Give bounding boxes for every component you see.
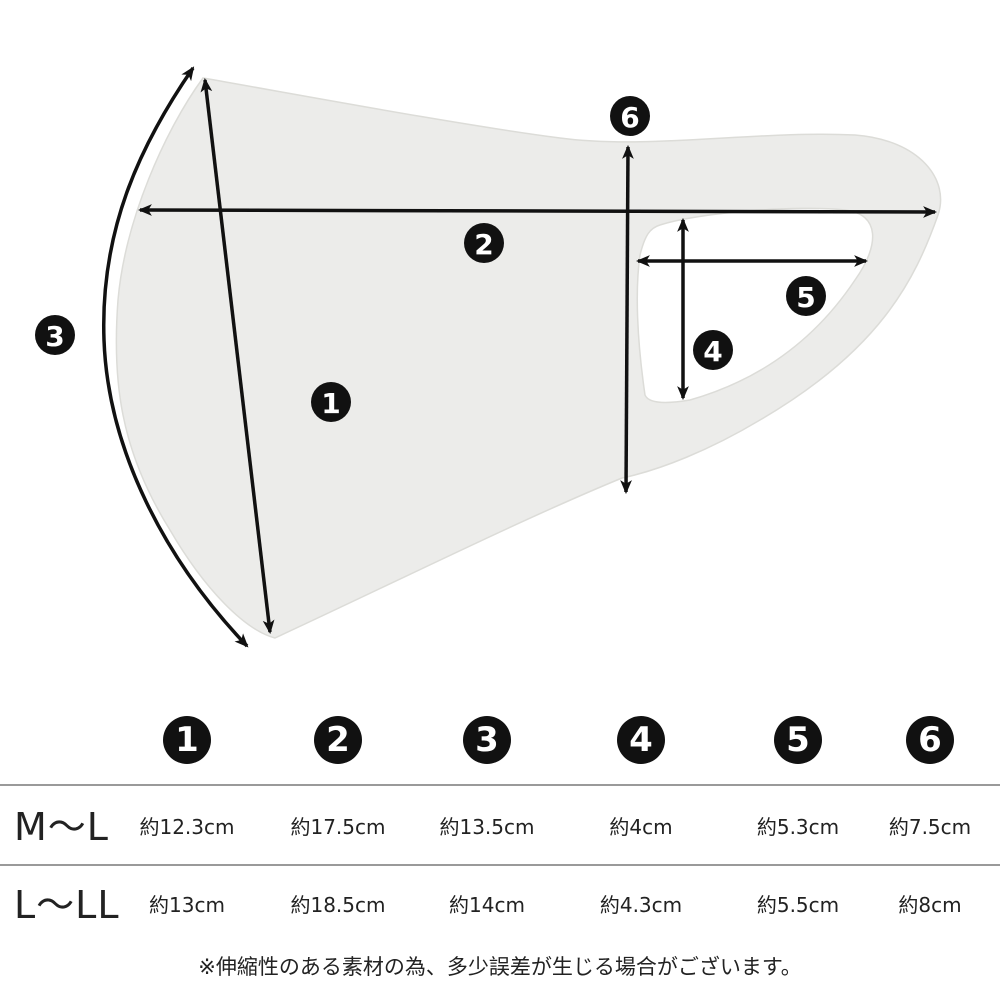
svg-text:6: 6 [620,101,639,134]
marker-4: 4 [693,330,733,370]
size-label-m-l: M～L [14,805,109,849]
table-divider-top [0,784,1000,786]
svg-text:1: 1 [321,387,340,420]
table-cell: 約17.5cm [290,815,386,839]
table-row-l-ll: L～LL 約13cm 約18.5cm 約14cm 約4.3cm 約5.5cm 約… [0,880,1000,930]
column-header-3: 3 [463,716,511,764]
mask-measurement-diagram: 1 2 3 4 5 6 [35,66,942,648]
table-cell: 約4cm [609,815,673,839]
column-header-4: 4 [617,716,665,764]
table-cell: 約13cm [149,893,225,917]
marker-2: 2 [464,223,504,263]
table-cell: 約13.5cm [439,815,535,839]
column-header-6: 6 [906,716,954,764]
size-table: 1 2 3 4 5 6 M～L 約12.3cm 約17.5cm 約13.5cm … [0,700,1000,930]
svg-text:5: 5 [796,281,815,314]
svg-text:4: 4 [703,335,722,368]
marker-1: 1 [311,382,351,422]
marker-3: 3 [35,315,75,355]
table-divider-middle [0,864,1000,866]
dimension-2-arrow [137,204,938,218]
table-row-m-l: M～L 約12.3cm 約17.5cm 約13.5cm 約4cm 約5.3cm … [0,802,1000,852]
table-cell: 約5.3cm [756,815,840,839]
column-header-5: 5 [774,716,822,764]
dimension-6-arrow [620,144,634,495]
table-cell: 約12.3cm [139,815,235,839]
column-header-1: 1 [163,716,211,764]
column-header-2: 2 [314,716,362,764]
marker-5: 5 [786,276,826,316]
svg-text:3: 3 [45,320,64,353]
table-cell: 約18.5cm [290,893,386,917]
dimension-3-arrow [101,66,249,648]
table-cell: 約4.3cm [599,893,683,917]
size-label-l-ll: L～LL [14,883,120,927]
mask-shape [115,77,942,639]
table-cell: 約8cm [898,893,962,917]
marker-6: 6 [610,96,650,136]
tolerance-note: ※伸縮性のある素材の為、多少誤差が生じる場合がございます。 [198,955,802,979]
table-cell: 約14cm [449,893,525,917]
table-cell: 約7.5cm [888,815,972,839]
table-cell: 約5.5cm [756,893,840,917]
svg-text:2: 2 [474,228,493,261]
